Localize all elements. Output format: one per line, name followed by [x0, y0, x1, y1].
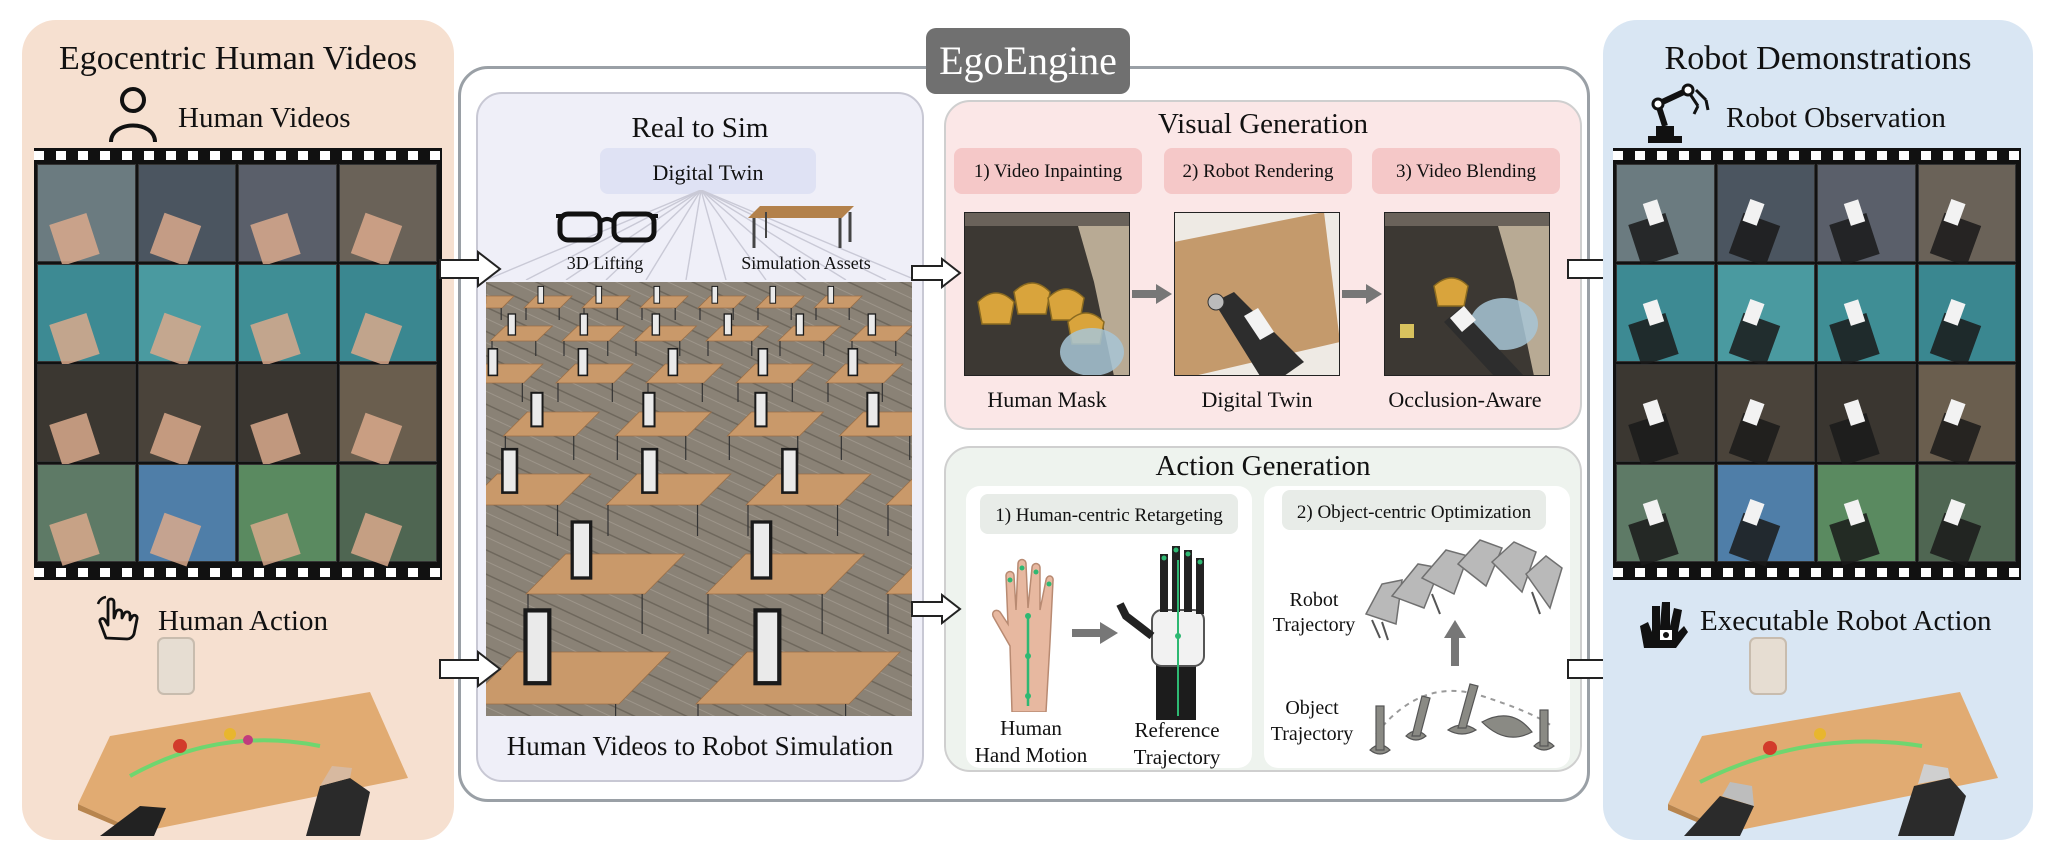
video-thumbnail [238, 264, 337, 366]
video-thumbnail [1817, 164, 1916, 266]
video-thumbnail [1917, 364, 2016, 467]
video-thumbnail [338, 464, 437, 567]
robot-arm-icon [1648, 83, 1710, 143]
robot-traj-caption-1: Robot [1289, 589, 1339, 611]
flow-arrow-sim-to-action [911, 593, 962, 625]
video-thumbnail [1716, 264, 1815, 367]
video-thumbnail [1817, 364, 1916, 466]
video-thumbnail [37, 364, 136, 466]
human-mask-image [964, 212, 1130, 376]
video-thumbnail [238, 364, 337, 466]
optimization-arrow [1444, 620, 1466, 666]
executable-action-label: Executable Robot Action [1700, 605, 1992, 637]
video-thumbnail [238, 464, 337, 566]
egoengine-title: EgoEngine [926, 28, 1130, 94]
video-thumbnail [1716, 464, 1815, 567]
video-thumbnail [1716, 364, 1815, 467]
digital-twin-pill [600, 148, 816, 194]
video-thumbnail [37, 164, 136, 266]
video-thumbnail [137, 464, 236, 567]
video-thumbnail [338, 264, 437, 367]
flow-arrow-videos-to-sim [439, 250, 502, 288]
hand-motion-caption-2: Hand Motion [974, 743, 1088, 767]
object-traj-caption-1: Object [1285, 697, 1339, 719]
robot-traj-caption-2: Trajectory [1272, 614, 1356, 636]
flow-arrow-action-to-sim [439, 650, 502, 688]
human-hand-image [991, 558, 1054, 712]
retargeting-pill [980, 494, 1238, 534]
video-thumbnail [37, 264, 136, 366]
step-video-blending [1372, 148, 1560, 194]
step-video-blending-label: 3) Video Blending [1396, 161, 1536, 182]
reference-caption-2: Trajectory [1133, 745, 1221, 769]
hand-pointer-icon [96, 595, 139, 641]
video-thumbnail [137, 264, 236, 367]
robot-hand-image [1116, 546, 1205, 720]
step-robot-rendering [1164, 148, 1352, 194]
table-icon [748, 206, 854, 248]
video-thumbnail [137, 164, 236, 267]
robot-observation-label: Robot Observation [1726, 102, 1946, 134]
robot-simulation-image [486, 282, 912, 716]
real-to-sim-caption: Human Videos to Robot Simulation [506, 731, 894, 761]
digital-twin-render-image [1174, 212, 1340, 376]
video-thumbnail [1917, 464, 2016, 567]
retargeting-label: 1) Human-centric Retargeting [995, 505, 1223, 526]
hand-motion-caption-1: Human [1000, 716, 1062, 740]
video-thumbnail [1716, 164, 1815, 267]
digital-twin-label: Digital Twin [652, 160, 764, 185]
flow-arrow-sim-to-visual [911, 257, 962, 289]
human-action-scene [78, 637, 408, 836]
person-icon [109, 87, 157, 143]
robot-hand-icon [1640, 602, 1688, 648]
action-generation-title: Action Generation [1155, 450, 1371, 482]
step-video-inpainting [954, 148, 1142, 194]
digital-twin-caption: Digital Twin [1201, 387, 1313, 412]
visual-generation-title: Visual Generation [1157, 108, 1369, 140]
optimization-pill [1282, 490, 1546, 530]
robot-action-scene [1668, 637, 1998, 836]
video-thumbnail [1817, 264, 1916, 366]
robot-trajectory-image [1364, 539, 1563, 641]
video-thumbnail [1616, 264, 1715, 366]
human-mask-caption: Human Mask [987, 387, 1107, 412]
render-arrow-2 [1342, 284, 1382, 304]
left-panel-title: Egocentric Human Videos [58, 40, 417, 77]
object-trajectory-image [1369, 683, 1555, 755]
video-thumbnail [1817, 464, 1916, 566]
lifting-label: 3D Lifting [566, 253, 644, 273]
simulation-assets-label: Simulation Assets [741, 253, 871, 273]
human-action-label: Human Action [158, 605, 328, 637]
retarget-arrow [1072, 622, 1118, 644]
robot-video-filmstrip [1613, 148, 2021, 580]
glasses-icon [556, 211, 658, 243]
occlusion-aware-caption: Occlusion-Aware [1388, 387, 1542, 412]
step-robot-rendering-label: 2) Robot Rendering [1182, 161, 1334, 182]
real-to-sim-title: Real to Sim [631, 112, 769, 144]
video-thumbnail [1616, 164, 1715, 266]
human-video-filmstrip [34, 148, 442, 580]
video-thumbnail [238, 164, 337, 266]
render-arrow-1 [1132, 284, 1172, 304]
video-thumbnail [1616, 464, 1715, 566]
optimization-label: 2) Object-centric Optimization [1296, 502, 1532, 523]
video-thumbnail [37, 464, 136, 566]
video-thumbnail [338, 364, 437, 467]
video-thumbnail [1616, 364, 1715, 466]
object-traj-caption-2: Trajectory [1270, 723, 1354, 745]
video-thumbnail [1917, 264, 2016, 367]
video-thumbnail [137, 364, 236, 467]
right-panel-title: Robot Demonstrations [1664, 40, 1972, 77]
video-thumbnail [1917, 164, 2016, 267]
step-video-inpainting-label: 1) Video Inpainting [973, 161, 1123, 182]
video-thumbnail [338, 164, 437, 267]
reference-caption-1: Reference [1134, 718, 1220, 742]
occlusion-aware-image [1384, 212, 1550, 376]
human-videos-label: Human Videos [178, 102, 351, 134]
